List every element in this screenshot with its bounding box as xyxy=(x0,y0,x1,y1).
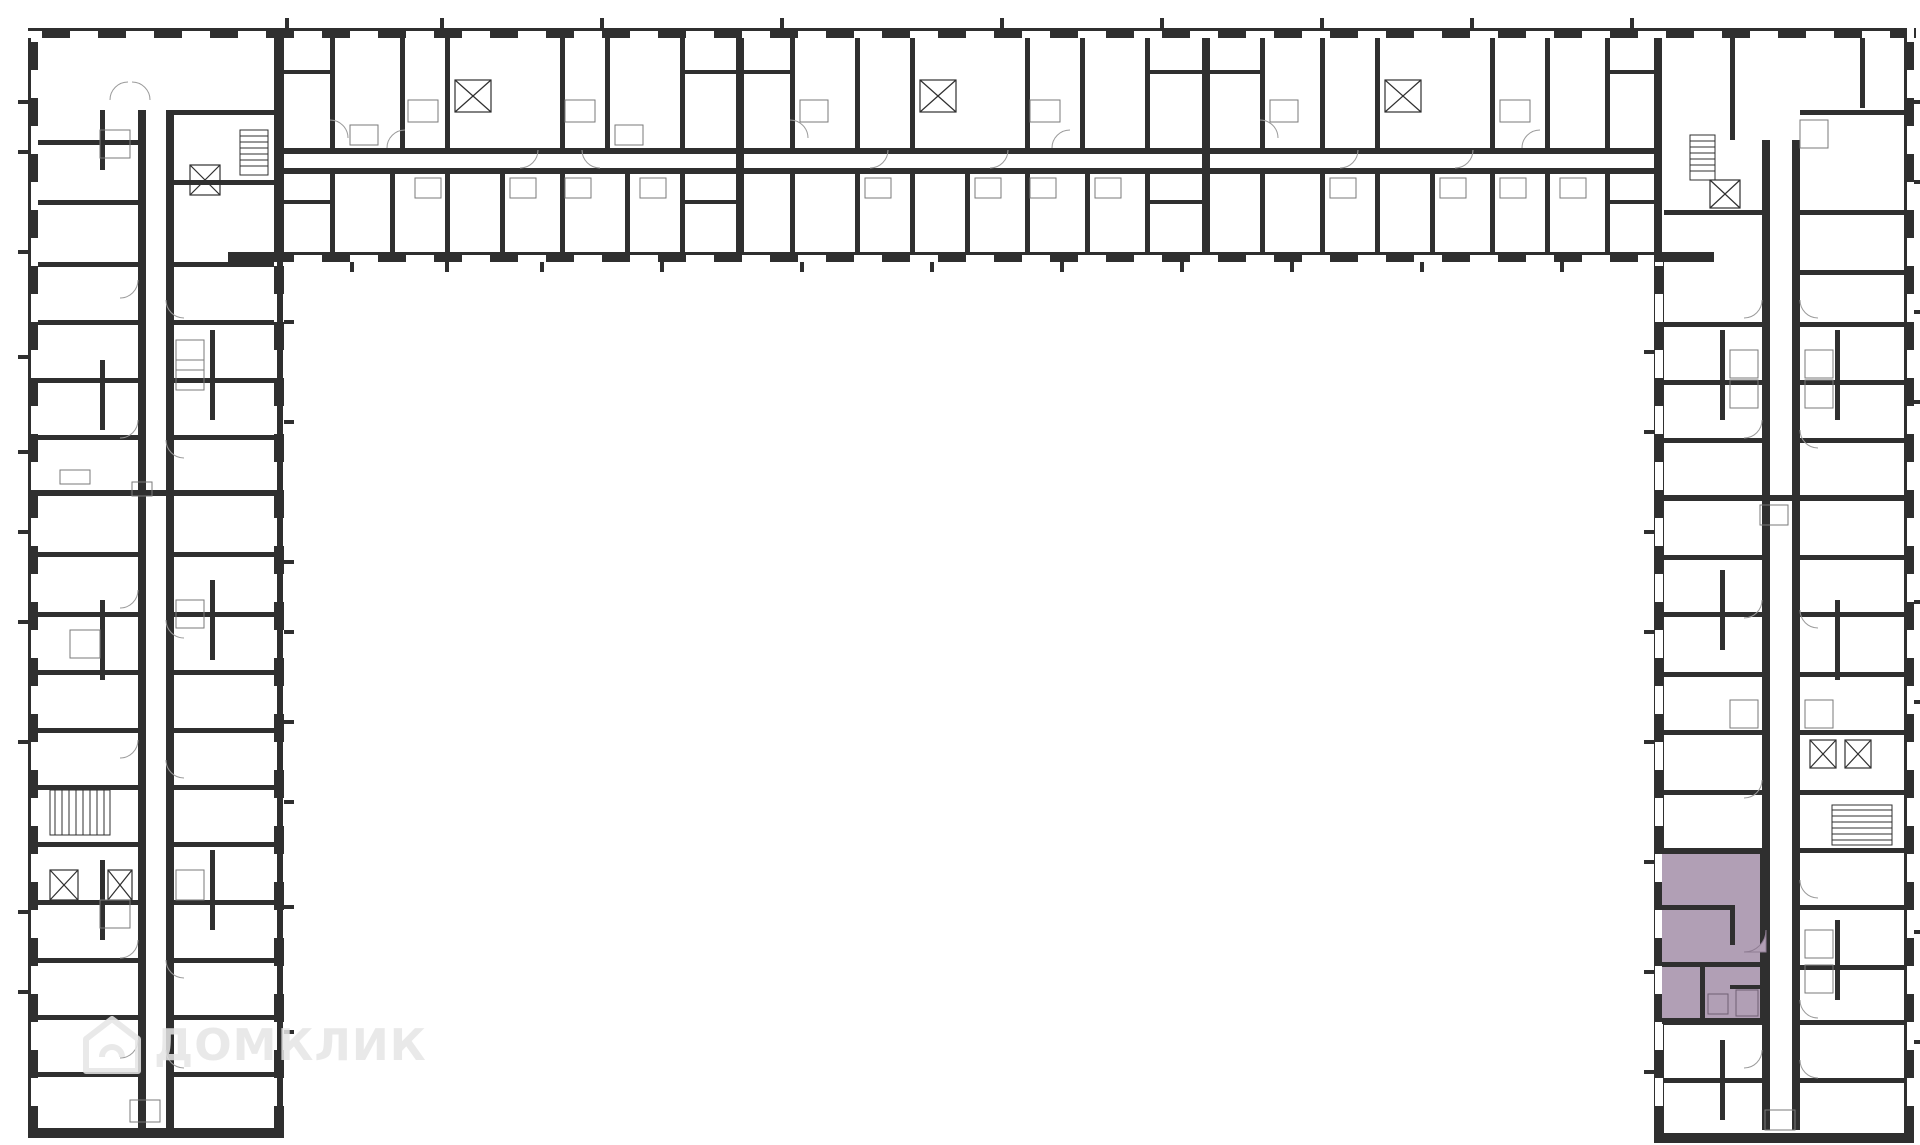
wing-connectors xyxy=(228,252,1714,262)
left-wing xyxy=(18,28,294,1138)
right-wing xyxy=(1644,28,1920,1143)
watermark: ДОМКЛИК xyxy=(80,1010,427,1080)
highlighted-apartment[interactable] xyxy=(1662,848,1767,1024)
house-logo-icon xyxy=(83,1016,141,1074)
top-wing xyxy=(272,18,1667,272)
watermark-text: ДОМКЛИК xyxy=(154,1019,427,1071)
